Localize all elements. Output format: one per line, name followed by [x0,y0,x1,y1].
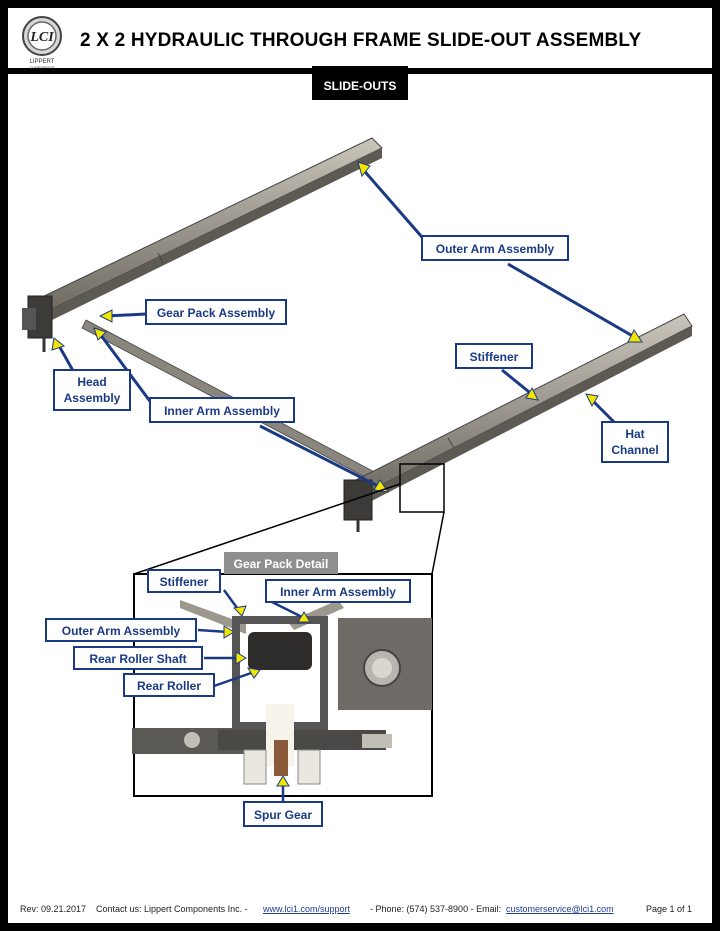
label-detail-stiffener: Stiffener [147,569,221,593]
label-detail-spur-gear: Spur Gear [243,801,323,827]
label-detail-rear-roller: Rear Roller [123,673,215,697]
section-tab: SLIDE-OUTS [312,66,408,100]
svg-text:Outer Arm Assembly: Outer Arm Assembly [62,624,181,638]
footer-email-link[interactable]: customerservice@lci1.com [506,904,614,914]
svg-text:Rear Roller Shaft: Rear Roller Shaft [89,652,186,666]
svg-text:COMPONENTS: COMPONENTS [29,66,55,70]
document-page: LCI LIPPERT COMPONENTS 2 X 2 HYDRAULIC T… [8,8,712,923]
svg-text:Gear Pack Assembly: Gear Pack Assembly [157,306,276,320]
label-hat-channel: Hat Channel [601,421,669,463]
upper-outer-arm [35,137,383,322]
label-detail-rear-roller-shaft: Rear Roller Shaft [73,646,203,670]
label-gear-pack: Gear Pack Assembly [145,299,287,325]
label-detail-inner-arm: Inner Arm Assembly [265,579,411,603]
svg-text:Outer Arm Assembly: Outer Arm Assembly [436,242,555,256]
label-detail-outer-arm: Outer Arm Assembly [45,618,197,642]
callout-arrowheads [51,161,643,493]
footer-support-link[interactable]: www.lci1.com/support [263,904,351,914]
svg-text:Spur Gear: Spur Gear [254,808,312,822]
page-title: 2 X 2 HYDRAULIC THROUGH FRAME SLIDE-OUT … [80,30,642,51]
svg-text:Inner Arm Assembly: Inner Arm Assembly [164,404,280,418]
detail-zoom-lines [133,463,445,575]
left-head-assembly [22,295,53,352]
footer-rev: Rev: 09.21.2017 [20,904,87,914]
svg-text:Stiffener: Stiffener [470,350,519,364]
detail-title: Gear Pack Detail [224,552,338,574]
footer-page: Page 1 of 1 [646,904,693,914]
callout-lines [56,165,637,490]
callout-labels: Outer Arm Assembly Gear Pack Assembly He… [45,235,669,827]
svg-text:Assembly: Assembly [64,391,121,405]
footer-phone: - Phone: (574) 537-8900 - Email: [370,904,502,914]
label-head-assembly: Head Assembly [53,369,131,411]
gear-pack-detail-illustration [132,600,432,785]
svg-text:LIPPERT: LIPPERT [30,59,55,65]
right-head-assembly [343,479,373,532]
svg-text:LCI: LCI [29,30,54,45]
lci-logo: LCI LIPPERT COMPONENTS [22,16,62,70]
assembly-illustration: Outer Arm Assembly Gear Pack Assembly He… [22,137,693,827]
svg-text:Stiffener: Stiffener [160,575,209,589]
detail-arrowheads [223,605,311,787]
label-stiffener: Stiffener [455,343,533,369]
footer-contact: Contact us: Lippert Components Inc. - [96,904,248,914]
svg-text:Gear Pack Detail: Gear Pack Detail [234,557,329,571]
svg-text:Head: Head [77,375,106,389]
svg-text:Channel: Channel [611,443,658,457]
footer: Rev: 09.21.2017 Contact us: Lippert Comp… [8,904,712,924]
svg-text:Rear Roller: Rear Roller [137,679,201,693]
label-outer-arm: Outer Arm Assembly [421,235,569,261]
svg-text:Inner Arm Assembly: Inner Arm Assembly [280,585,396,599]
label-inner-arm: Inner Arm Assembly [149,397,295,423]
svg-text:Hat: Hat [625,427,644,441]
